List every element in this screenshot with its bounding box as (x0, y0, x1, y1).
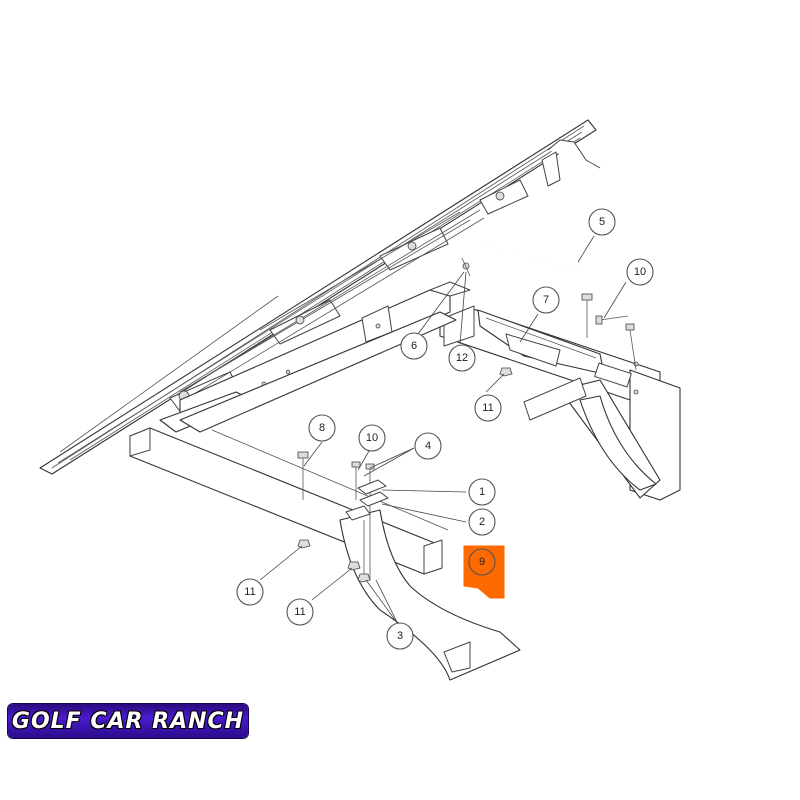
callout-8-label: 8 (319, 422, 325, 434)
callout-10-left: 10 (358, 424, 386, 452)
callout-3: 3 (386, 622, 414, 650)
callout-11-right: 11 (474, 394, 502, 422)
callout-2-label: 2 (479, 516, 485, 528)
callout-5-label: 5 (599, 216, 605, 228)
callout-11-left-label: 11 (244, 586, 255, 598)
callout-11-middle-label: 11 (294, 606, 305, 618)
callout-11-middle: 11 (286, 598, 314, 626)
callout-9-label: 9 (479, 556, 485, 568)
callout-1-label: 1 (479, 486, 485, 498)
callout-12: 12 (448, 344, 476, 372)
callout-6: 6 (400, 332, 428, 360)
callout-4-label: 4 (425, 440, 431, 452)
callout-11-right-label: 11 (482, 402, 493, 414)
callout-3-label: 3 (397, 630, 403, 642)
logo-text: GOLF CAR RANCH (11, 708, 245, 734)
callout-4: 4 (414, 432, 442, 460)
callout-10-right-label: 10 (634, 266, 646, 278)
callout-1: 1 (468, 478, 496, 506)
callout-5: 5 (588, 208, 616, 236)
callout-10-right: 10 (626, 258, 654, 286)
callout-6-label: 6 (411, 340, 417, 352)
callout-10-left-label: 10 (366, 432, 378, 444)
windshield-assembly (39, 119, 601, 475)
callout-12-label: 12 (456, 352, 468, 364)
callout-11-left: 11 (236, 578, 264, 606)
callout-9: 9 (468, 548, 496, 576)
callout-2: 2 (468, 508, 496, 536)
callout-7-label: 7 (543, 294, 549, 306)
callout-7: 7 (532, 286, 560, 314)
rod-part-5 (485, 239, 593, 271)
lower-column (339, 509, 521, 681)
leader-lines (259, 235, 627, 625)
callout-8: 8 (308, 414, 336, 442)
hardware (297, 257, 637, 583)
golf-car-ranch-logo: GOLF CAR RANCH (8, 704, 248, 738)
right-frame (439, 305, 681, 501)
